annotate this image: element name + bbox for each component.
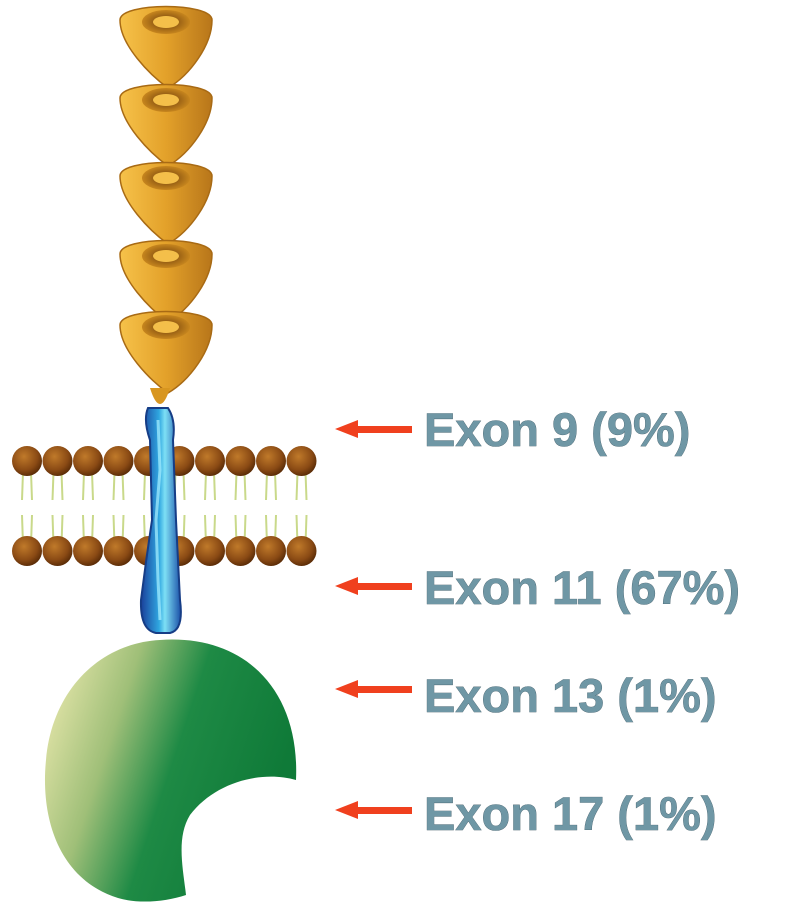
- ig-like-domain: [120, 312, 212, 394]
- lipid-head: [43, 446, 73, 476]
- lipid-head: [226, 446, 256, 476]
- lipid-tail: [297, 472, 307, 500]
- ig-like-domain: [120, 7, 212, 89]
- arrow-exon-9: [335, 420, 412, 438]
- label-exon-9: Exon 9 (9%): [424, 403, 690, 456]
- ig-like-domain: [120, 241, 212, 323]
- label-exon-11: Exon 11 (67%): [424, 561, 740, 614]
- lipid-head: [12, 536, 42, 566]
- annotation-exon-13: Exon 13 (1%): [335, 669, 717, 722]
- lipid-tail: [266, 472, 276, 500]
- ig-like-domain: [120, 163, 212, 245]
- label-exon-17: Exon 17 (1%): [424, 787, 717, 840]
- domain-stalk: [150, 388, 170, 404]
- lipid-head: [256, 536, 286, 566]
- ig-like-domain: [120, 85, 212, 167]
- extracellular-domains: [120, 7, 212, 405]
- lipid-tail: [205, 472, 215, 500]
- lipid-head: [195, 446, 225, 476]
- lipid-tail: [83, 472, 93, 500]
- lipid-tail: [114, 472, 124, 500]
- lipid-head: [73, 536, 103, 566]
- annotation-exon-9: Exon 9 (9%): [335, 403, 690, 456]
- label-exon-13: Exon 13 (1%): [424, 669, 717, 722]
- lipid-head: [287, 536, 317, 566]
- kinase-domain: [45, 640, 296, 902]
- lipid-head: [12, 446, 42, 476]
- mutation-annotations: Exon 9 (9%) Exon 11 (67%) Exon 13 (1%) E…: [335, 403, 740, 840]
- annotation-exon-11: Exon 11 (67%): [335, 561, 740, 614]
- transmembrane-helix: [141, 408, 181, 633]
- lipid-tail: [53, 472, 63, 500]
- lipid-head: [256, 446, 286, 476]
- lipid-head: [287, 446, 317, 476]
- lipid-head: [195, 536, 225, 566]
- lipid-head: [104, 536, 134, 566]
- arrow-exon-11: [335, 577, 412, 595]
- lipid-head: [73, 446, 103, 476]
- lipid-tail: [236, 472, 246, 500]
- arrow-exon-17: [335, 801, 412, 819]
- arrow-exon-13: [335, 680, 412, 698]
- lipid-tail: [22, 472, 32, 500]
- lipid-head: [104, 446, 134, 476]
- annotation-exon-17: Exon 17 (1%): [335, 787, 717, 840]
- lipid-head: [43, 536, 73, 566]
- lipid-head: [226, 536, 256, 566]
